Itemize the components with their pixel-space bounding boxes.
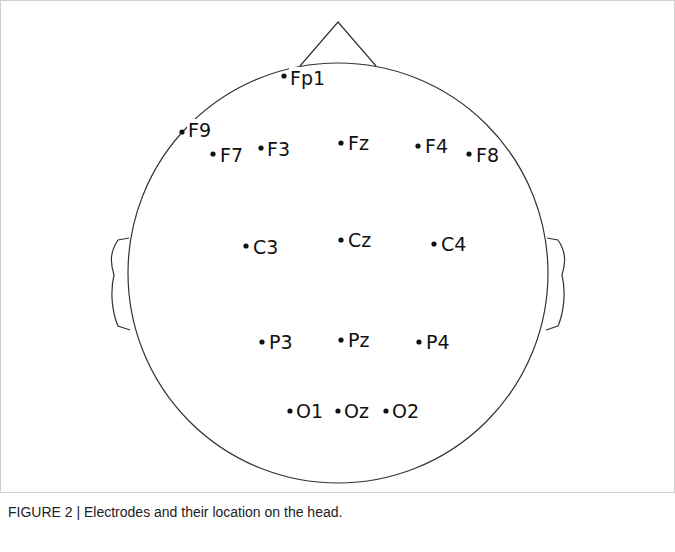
electrode-label: C4 — [440, 233, 467, 255]
right-ear — [546, 238, 565, 330]
electrode-label: F9 — [187, 119, 212, 141]
electrode-label: C3 — [252, 236, 279, 258]
electrode-label: F4 — [424, 135, 449, 157]
left-ear — [111, 238, 130, 330]
electrode-label: Fp1 — [289, 67, 326, 89]
electrode-label: P3 — [268, 331, 294, 353]
electrode-label: Fz — [347, 132, 370, 154]
nose-outline — [300, 22, 376, 66]
figure-frame — [1, 1, 675, 493]
head-outline — [128, 63, 548, 483]
figure-caption: FIGURE 2 | Electrodes and their location… — [8, 503, 663, 521]
electrode-label: F7 — [219, 144, 244, 166]
electrode-label: P4 — [425, 331, 451, 353]
electrode-label: Cz — [347, 229, 372, 251]
electrode-label: O2 — [391, 400, 420, 422]
electrode-label: Pz — [347, 329, 370, 351]
electrode-dots — [179, 73, 471, 413]
electrode-label: Oz — [343, 400, 370, 422]
electrode-label: F3 — [266, 138, 291, 160]
electrode-label: F8 — [475, 144, 500, 166]
electrode-label: O1 — [295, 400, 324, 422]
